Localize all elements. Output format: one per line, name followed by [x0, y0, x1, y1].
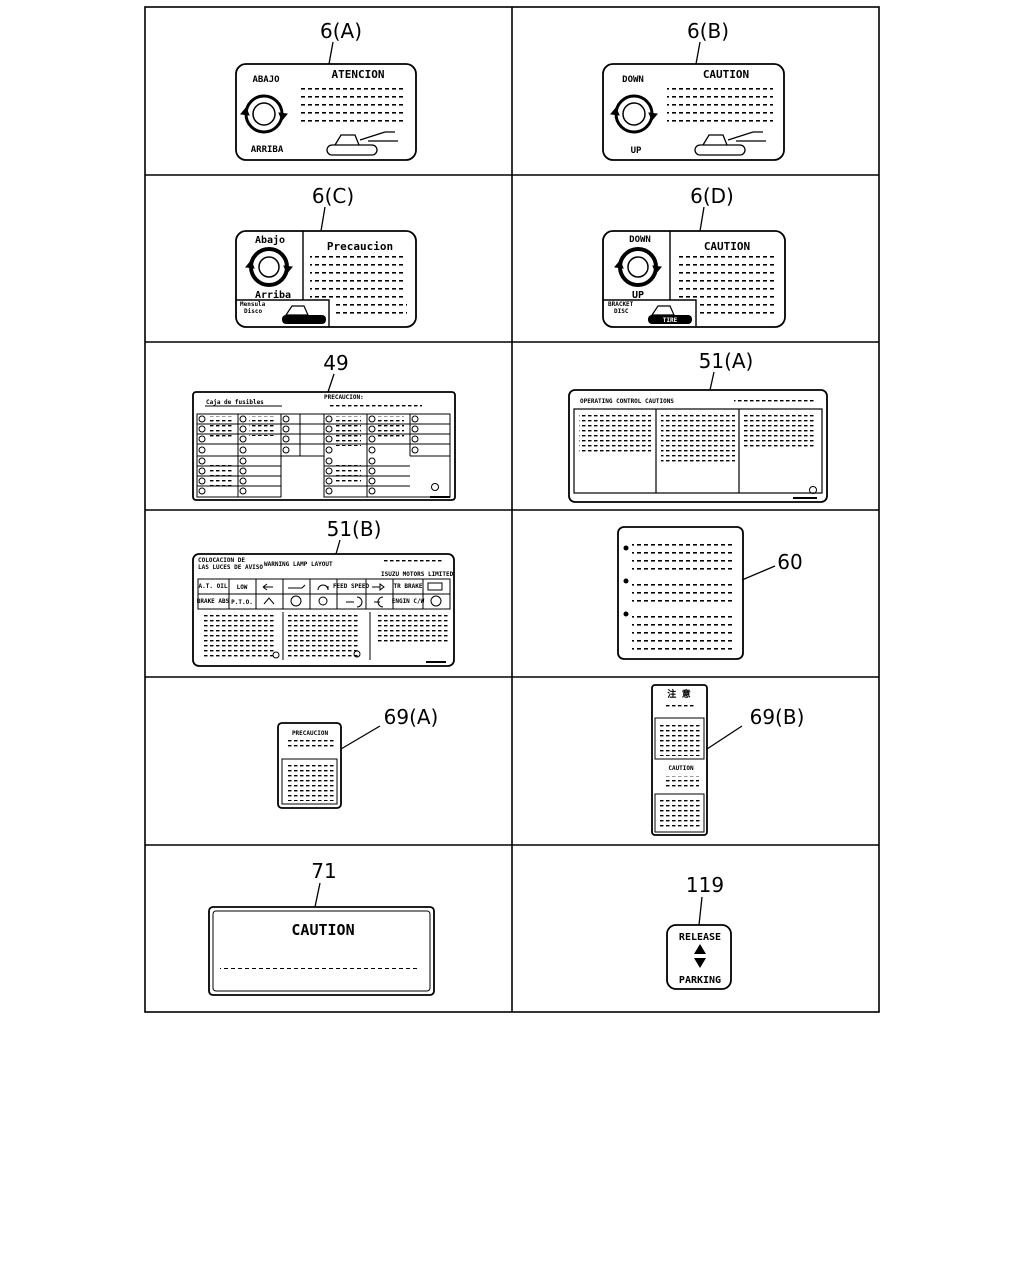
- header-6b: CAUTION: [703, 68, 749, 81]
- maker-51b: ISUZU MOTORS LIMITED: [381, 571, 454, 578]
- ref-6d: 6(D): [690, 184, 734, 208]
- up-6b: UP: [631, 146, 642, 156]
- lamp-tr-brake: TR BRAKE: [394, 583, 423, 590]
- header-69b: CAUTION: [668, 765, 694, 772]
- ref-6a: 6(A): [320, 19, 362, 43]
- machine-icon: [694, 131, 766, 156]
- extra-6c-bracket: Mensula: [240, 301, 266, 308]
- label-71: 71 CAUTION: [208, 859, 435, 996]
- label-49: 49 Caja de fusibles PRECAUCION:: [192, 351, 456, 501]
- extra-6d-tire: TIRE: [663, 317, 678, 324]
- grid: [144, 6, 880, 1013]
- header-69b-jp: 注 意: [667, 688, 690, 700]
- up-6a: ARRIBA: [251, 145, 284, 155]
- up-down-arrow-icon: [694, 944, 706, 968]
- label-69a: PRECAUCION 69(A): [277, 705, 439, 809]
- ref-51b: 51(B): [327, 517, 382, 541]
- ref-51a: 51(A): [699, 349, 754, 373]
- release-text: RELEASE: [679, 932, 721, 943]
- parking-text: PARKING: [679, 975, 721, 986]
- header-6a: ATENCION: [332, 68, 385, 81]
- lamp-pto: P.T.O.: [231, 599, 253, 606]
- extra-6d-bracket: BRACKET: [608, 301, 634, 308]
- extra-6d-disc: DISC: [614, 308, 629, 315]
- header-51a: OPERATING CONTROL CAUTIONS: [580, 398, 674, 405]
- header-49: Caja de fusibles: [206, 399, 264, 406]
- rotation-arrows-icon: [245, 247, 293, 287]
- lamp-low: LOW: [237, 584, 248, 591]
- rotation-arrows-icon: [240, 94, 288, 134]
- ref-6b: 6(B): [687, 19, 729, 43]
- ref-71: 71: [311, 859, 336, 883]
- machine-icon: [326, 131, 398, 156]
- lamp-grid: [197, 578, 451, 610]
- lamp-at-oil: A.T. OIL: [199, 583, 228, 590]
- warning-lamp-icons: [262, 582, 443, 608]
- header-71: CAUTION: [291, 921, 354, 939]
- down-6a: ABAJO: [252, 75, 280, 85]
- ref-6c: 6(C): [312, 184, 354, 208]
- label-6a: 6(A) ATENCION ABAJO ARRIBA: [235, 19, 417, 161]
- ref-60: 60: [777, 550, 802, 574]
- ref-119: 119: [686, 873, 724, 897]
- rotation-arrows-icon: [614, 247, 662, 287]
- header-51b-es-1: COLOCACION DE: [198, 557, 245, 564]
- down-6c: Abajo: [255, 234, 285, 246]
- lamp-brake-abs: BRAKE ABS: [197, 598, 230, 605]
- machine-icon: [282, 305, 326, 324]
- ref-69a: 69(A): [384, 705, 439, 729]
- header-51b-en: WARNING LAMP LAYOUT: [264, 561, 333, 568]
- lamp-feed-speed: FEED SPEED: [333, 583, 370, 590]
- subheader-49: PRECAUCION:: [324, 394, 364, 401]
- header-69a: PRECAUCION: [292, 730, 329, 737]
- label-51a: 51(A) OPERATING CONTROL CAUTIONS: [568, 349, 828, 503]
- label-60: 60: [617, 526, 803, 660]
- extra-6c-disc: Disco: [244, 308, 262, 315]
- label-6c: 6(C) Precaucion Abajo Arriba Mensula Dis…: [235, 184, 417, 328]
- lamp-engin: ENGIN C/W: [392, 598, 425, 605]
- label-69b: 注 意 CAUTION 69(B): [651, 684, 805, 836]
- down-6d: DOWN: [629, 235, 651, 245]
- label-119: 119 RELEASE PARKING: [666, 873, 732, 990]
- up-6d: UP: [632, 290, 644, 301]
- rotation-arrows-icon: [610, 94, 658, 134]
- label-6b: 6(B) CAUTION DOWN UP: [602, 19, 785, 161]
- ref-49: 49: [323, 351, 348, 375]
- ref-69b: 69(B): [750, 705, 805, 729]
- down-6b: DOWN: [622, 75, 644, 85]
- up-6c: Arriba: [255, 289, 291, 301]
- header-51b-es-2: LAS LUCES DE AVISO: [198, 564, 263, 571]
- label-6d: 6(D) CAUTION DOWN UP BRACKET DISC TIRE: [602, 184, 786, 328]
- header-6c: Precaucion: [327, 240, 393, 253]
- label-51b: 51(B) COLOCACION DE LAS LUCES DE AVISO W…: [192, 517, 455, 667]
- header-6d: CAUTION: [704, 240, 750, 253]
- machine-icon: TIRE: [648, 305, 692, 324]
